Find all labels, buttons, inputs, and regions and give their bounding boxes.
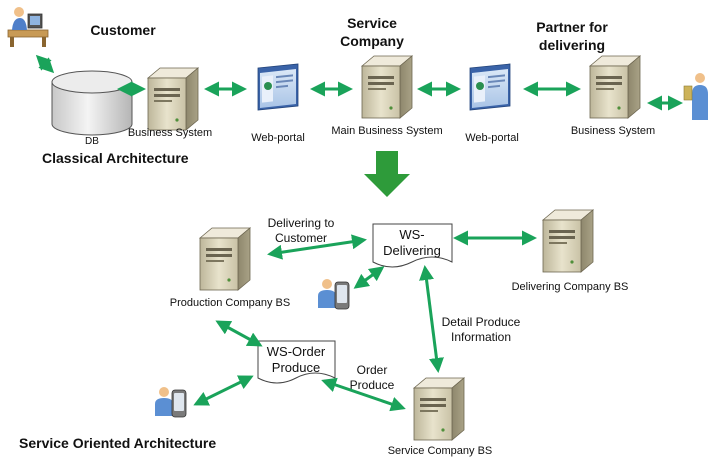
server-icon <box>413 377 465 441</box>
business-system-right-label: Business System <box>571 125 655 137</box>
classical-connectors <box>35 54 683 111</box>
delivering-to-customer-line1: Delivering to <box>268 216 335 230</box>
detail-produce-line1: Detail Produce <box>442 315 521 329</box>
server-icon <box>361 55 413 119</box>
partner-heading-line2: delivering <box>539 37 605 53</box>
main-business-system-label: Main Business System <box>331 125 442 137</box>
transition-arrow-icon <box>364 151 410 197</box>
web-portal-icon <box>469 63 511 111</box>
ws-delivering-label-line1: WS- <box>399 227 424 242</box>
server-icon <box>589 55 641 119</box>
web-portal-left-label: Web-portal <box>251 132 305 144</box>
soa-title: Service Oriented Architecture <box>19 435 216 451</box>
order-produce-line2: Produce <box>350 378 395 392</box>
ws-order-produce-document: WS-Order Produce <box>257 340 336 384</box>
service-company-heading-line1: Service <box>347 15 397 31</box>
detail-produce-line2: Information <box>451 330 511 344</box>
ws-order-label-line1: WS-Order <box>267 344 326 359</box>
customer-heading: Customer <box>90 22 156 38</box>
business-system-left-label: Business System <box>128 127 212 139</box>
server-icon <box>199 227 251 291</box>
ws-delivering-label-line2: Delivering <box>383 243 441 258</box>
production-company-label: Production Company BS <box>170 297 290 309</box>
delivering-company-label: Delivering Company BS <box>512 281 629 293</box>
delivering-to-customer-line2: Customer <box>275 231 327 245</box>
order-produce-line1: Order <box>357 363 388 377</box>
classical-architecture-title: Classical Architecture <box>42 150 189 166</box>
soa-connectors <box>193 230 537 412</box>
server-icon <box>542 209 594 273</box>
customer-desk-icon <box>7 7 49 47</box>
classical-architecture: DB Customer Service Company Partner for … <box>7 7 708 166</box>
partner-heading-line1: Partner for <box>536 19 608 35</box>
ws-order-label-line2: Produce <box>272 360 320 375</box>
service-oriented-architecture: WS- Delivering WS-Order Produce Producti… <box>19 209 629 457</box>
web-portal-icon <box>257 63 299 111</box>
partner-person-icon <box>683 73 708 120</box>
user-mobile-icon <box>154 386 187 418</box>
server-icon <box>147 67 199 131</box>
user-mobile-icon <box>317 278 350 310</box>
ws-delivering-document: WS- Delivering <box>372 223 453 268</box>
service-company-label: Service Company BS <box>388 445 493 457</box>
database-icon <box>51 70 133 136</box>
web-portal-right-label: Web-portal <box>465 132 519 144</box>
db-label: DB <box>85 136 99 147</box>
service-company-heading-line2: Company <box>340 33 404 49</box>
